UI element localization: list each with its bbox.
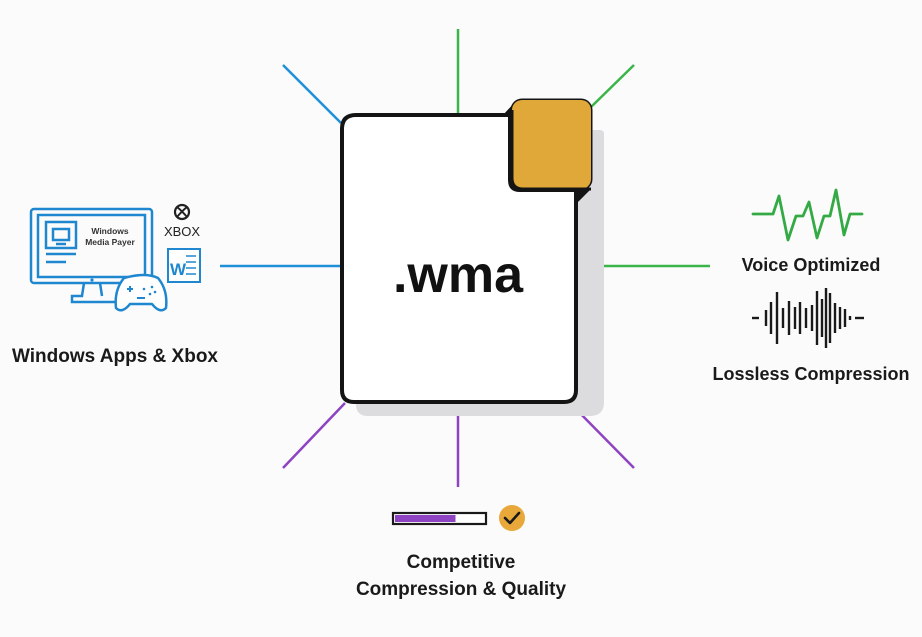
- competitive-label-line2: Compression & Quality: [355, 579, 567, 600]
- xbox-logo-icon: [173, 203, 191, 221]
- windows-apps-label: Windows Apps & Xbox: [11, 346, 218, 367]
- file-fold-shadow-bottom: [576, 190, 590, 204]
- monitor-power-dot: [90, 278, 94, 282]
- connector-top-left: [282, 64, 342, 124]
- connector-bottom-left: [282, 402, 346, 469]
- competitive-compression-label: Competitive Compression & Quality: [300, 549, 622, 603]
- check-badge-icon: [499, 505, 525, 531]
- audio-bars-icon: [752, 288, 864, 348]
- file-extension-label: .wma: [392, 246, 524, 304]
- word-letter: W: [170, 260, 187, 279]
- progress-bar-fill: [395, 515, 456, 522]
- game-controller-icon: [114, 273, 168, 312]
- xbox-logo-text: XBOX: [164, 224, 200, 239]
- waveform-icon: [751, 188, 864, 242]
- document-file-icon: [340, 98, 604, 416]
- word-document-icon: [167, 248, 201, 283]
- monitor-screen-text-1: Windows: [91, 226, 128, 236]
- monitor-screen-text-2: Media Payer: [85, 237, 135, 247]
- windows-media-player-monitor-icon: [29, 207, 154, 304]
- competitive-label-line1: Competitive: [406, 552, 516, 573]
- file-body: [340, 113, 578, 404]
- lossless-compression-label: Lossless Compression: [712, 364, 910, 384]
- quality-progress-bar: [391, 511, 488, 526]
- connector-top-right: [589, 64, 635, 109]
- voice-optimized-label: Voice Optimized: [741, 255, 881, 275]
